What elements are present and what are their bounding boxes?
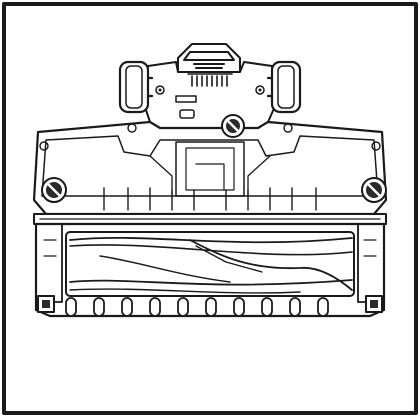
hole [127,123,137,133]
slot-marker [175,95,197,103]
brushroll [65,231,355,297]
right-wheel [266,60,302,114]
bumper-strip [33,213,387,225]
screw-left [41,177,67,203]
base-plate [32,120,388,216]
neck-connector [177,43,241,73]
hole [283,123,293,133]
ribs [103,187,317,211]
rivet [255,85,265,95]
front-comb [65,297,329,317]
left-wheel [118,60,154,114]
vent-slots [187,73,233,87]
upper-housing [143,61,277,129]
slot-marker [179,109,195,119]
rivet [155,85,165,95]
hole [39,141,49,151]
left-latch [37,295,55,313]
hole [371,141,381,151]
screw-right [361,177,387,203]
screw-center [221,114,245,138]
right-latch [365,295,383,313]
